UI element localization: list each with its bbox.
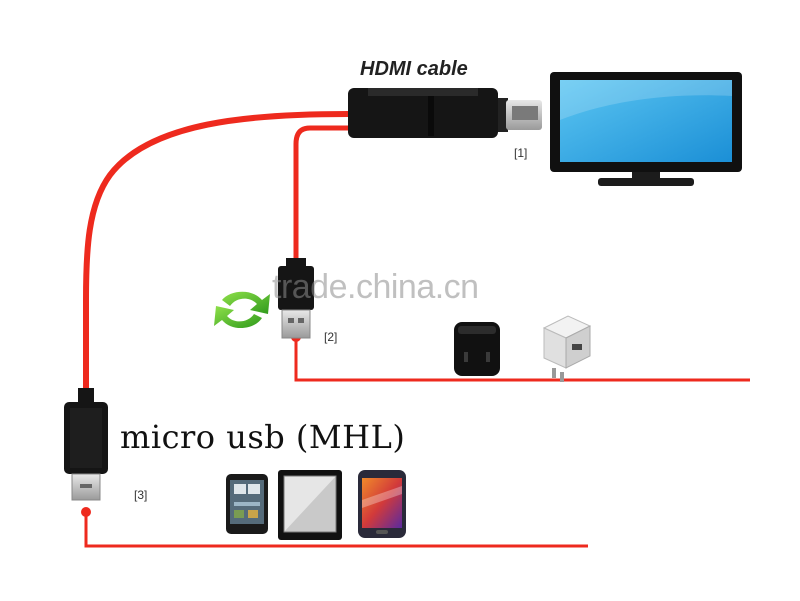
micro-usb-connector <box>64 388 108 501</box>
tv-icon <box>550 72 742 186</box>
power-adapter-icon <box>454 322 500 376</box>
usb-charger-icon <box>542 315 592 382</box>
micro-usb-label: micro usb (MHL) <box>120 418 406 456</box>
hdmi-connector <box>348 88 542 138</box>
galaxy-phone-icon <box>358 470 406 538</box>
watermark-text: trade.china.cn <box>272 268 479 306</box>
cable-main <box>83 111 351 395</box>
dot-micro <box>81 507 91 517</box>
ref-1-label: [1] <box>514 146 528 160</box>
connection-line-power <box>294 336 750 382</box>
cable-usb <box>293 125 351 265</box>
connection-line-devices <box>84 512 588 548</box>
tablet-icon <box>278 470 342 540</box>
usb-connector <box>278 258 314 339</box>
hdmi-cable-label: HDMI cable <box>360 58 468 80</box>
ref-2-label: [2] <box>324 330 338 344</box>
ref-3-label: [3] <box>134 488 148 502</box>
refresh-arrows-icon <box>214 291 270 329</box>
smartphone-icon <box>226 474 268 534</box>
